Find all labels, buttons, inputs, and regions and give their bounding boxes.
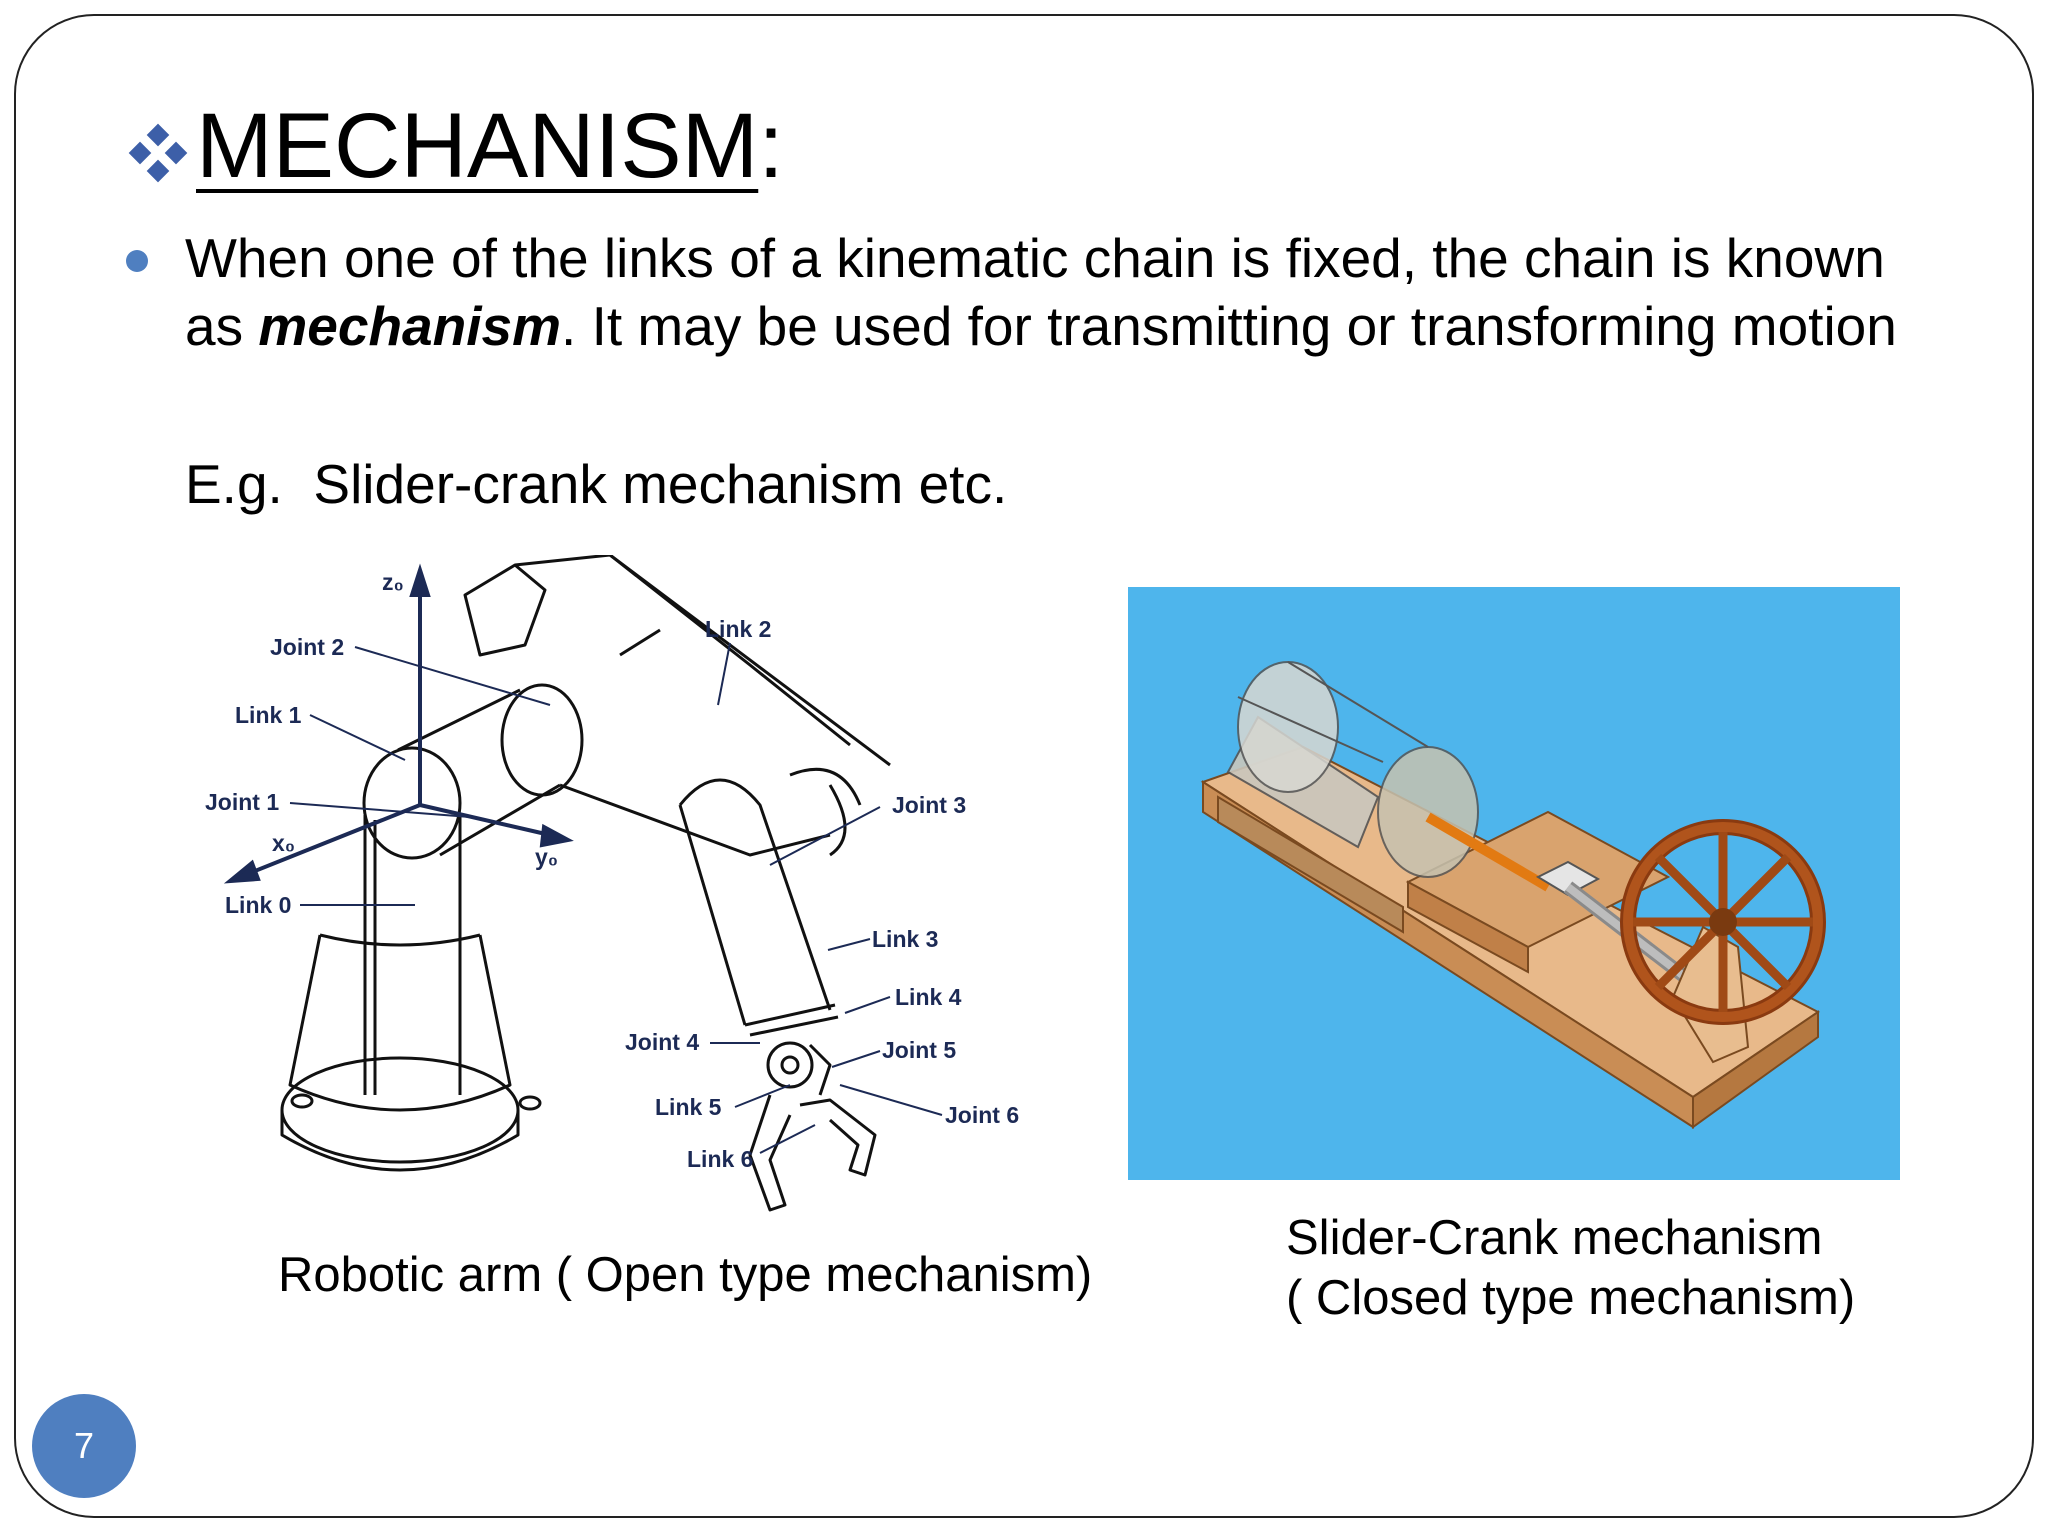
label-link-0: Link 0 [225, 892, 291, 918]
caption-slider-crank: Slider-Crank mechanism ( Closed type mec… [1286, 1208, 1855, 1328]
slide-title: MECHANISM: [128, 100, 784, 192]
label-link-3: Link 3 [872, 926, 938, 952]
label-joint-1: Joint 1 [205, 789, 279, 815]
example-text: E.g. Slider-crank mechanism etc. [185, 453, 1008, 515]
label-joint-6: Joint 6 [945, 1102, 1019, 1128]
label-link-6: Link 6 [687, 1146, 753, 1172]
label-link-5: Link 5 [655, 1094, 722, 1120]
label-y0: y₀ [535, 844, 558, 870]
bullet-text-1: When one of the links of a kinematic cha… [185, 227, 1885, 357]
label-joint-4: Joint 4 [625, 1029, 699, 1055]
page-number-badge: 7 [32, 1394, 136, 1498]
slider-crank-image [1128, 587, 1900, 1180]
label-joint-3: Joint 3 [892, 792, 966, 818]
caption-slider-crank-line1: Slider-Crank mechanism [1286, 1211, 1823, 1265]
bullet-dot-icon [126, 250, 148, 272]
robotic-arm-diagram: z₀ Joint 2 Link 1 Joint 1 x₀ y₀ Link 0 L… [205, 555, 1019, 1212]
leader-lines [289, 642, 943, 1154]
title-colon: : [758, 95, 784, 197]
title-text: MECHANISM [196, 95, 759, 197]
caption-slider-crank-line2: ( Closed type mechanism) [1286, 1271, 1856, 1325]
label-link-4: Link 4 [895, 984, 962, 1010]
label-z0: z₀ [382, 569, 404, 595]
bullet-paragraph: When one of the links of a kinematic cha… [185, 224, 1905, 360]
slider-crank-illustration [1200, 661, 1826, 1129]
label-x0: x₀ [272, 830, 295, 856]
bullet-text-2: . It may be used for transmitting or tra… [561, 295, 1897, 357]
diamond-bullet-icon [128, 123, 188, 183]
bullet-emphasis: mechanism [258, 295, 562, 357]
label-link-2: Link 2 [705, 616, 771, 642]
label-joint-5: Joint 5 [882, 1037, 956, 1063]
caption-robotic-arm: Robotic arm ( Open type mechanism) [278, 1248, 1093, 1302]
label-link-1: Link 1 [235, 702, 302, 728]
coordinate-axes [223, 563, 574, 884]
diagram-labels: z₀ Joint 2 Link 1 Joint 1 x₀ y₀ Link 0 L… [205, 569, 1019, 1172]
label-joint-2: Joint 2 [270, 634, 344, 660]
